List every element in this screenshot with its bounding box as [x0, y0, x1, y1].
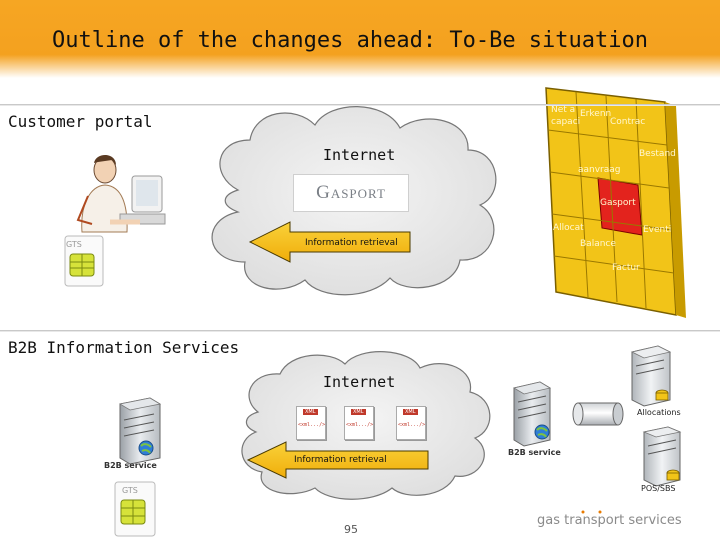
- xml-file-text: <xml.../>: [398, 422, 426, 428]
- footer-brand-text: gas transport services: [537, 513, 682, 528]
- section-heading-customer-portal: Customer portal: [8, 112, 153, 131]
- puzzle-word: Allocat: [553, 223, 584, 233]
- xml-file-text: <xml.../>: [298, 422, 326, 428]
- server-icon-left: [118, 397, 162, 465]
- xml-document-icon: XML <xml.../>: [344, 406, 374, 440]
- xml-badge: XML: [403, 409, 418, 415]
- section-divider-middle: [0, 330, 720, 331]
- section-heading-b2b: B2B Information Services: [8, 338, 240, 357]
- puzzle-word: Gasport: [600, 198, 636, 208]
- header-band: [0, 0, 720, 78]
- gasport-portal-logo: Gasport: [293, 174, 409, 212]
- puzzle-word: aanvraag: [578, 165, 621, 175]
- arrow-information-retrieval-top: [248, 221, 411, 263]
- brand-logo-dots: [581, 510, 602, 514]
- server-label-b2b-right: B2B service: [508, 448, 561, 457]
- smartcard-icon-bottom: [114, 481, 156, 537]
- cloud-label-internet-bottom: Internet: [323, 373, 396, 391]
- database-label-pos-sbs: POS/SBS: [641, 484, 676, 493]
- database-label-allocations: Allocations: [637, 408, 681, 417]
- puzzle-word: Bestand: [639, 149, 676, 159]
- puzzle-word: capaci: [551, 117, 580, 127]
- arrow-information-retrieval-bottom: [246, 441, 429, 479]
- pipe-connector: [572, 402, 624, 426]
- server-label-b2b-left: B2B service: [104, 461, 157, 470]
- puzzle-word: Balance: [580, 239, 616, 249]
- arrow-label-information-retrieval-top: Information retrieval: [305, 238, 398, 248]
- puzzle-word: Factur: [612, 263, 640, 273]
- puzzle-word: Erkenn: [580, 109, 611, 119]
- puzzle-word: Eventi: [643, 225, 671, 235]
- xml-badge: XML: [303, 409, 318, 415]
- section-divider-top: [0, 104, 720, 105]
- xml-document-icon: XML <xml.../>: [396, 406, 426, 440]
- arrow-label-information-retrieval-bottom: Information retrieval: [294, 455, 387, 465]
- server-icon-right: [512, 381, 552, 447]
- xml-document-icon: XML <xml.../>: [296, 406, 326, 440]
- smartcard-label-top: GTS: [66, 240, 82, 249]
- puzzle-word: Net a: [551, 105, 575, 115]
- page-number: 95: [344, 523, 358, 536]
- smartcard-icon-top: [64, 235, 104, 287]
- database-server-allocations-icon: [630, 345, 672, 407]
- puzzle-wall-illustration: Net a capaci Erkenn Contrac Bestand aanv…: [545, 87, 686, 318]
- xml-file-text: <xml.../>: [346, 422, 374, 428]
- customer-at-computer-icon: [76, 154, 166, 233]
- xml-badge: XML: [351, 409, 366, 415]
- puzzle-word: Contrac: [610, 117, 645, 127]
- smartcard-label-bottom: GTS: [122, 486, 138, 495]
- cloud-label-internet-top: Internet: [323, 146, 396, 164]
- page-title: Outline of the changes ahead: To-Be situ…: [51, 28, 649, 53]
- database-server-pos-sbs-icon: [642, 426, 682, 487]
